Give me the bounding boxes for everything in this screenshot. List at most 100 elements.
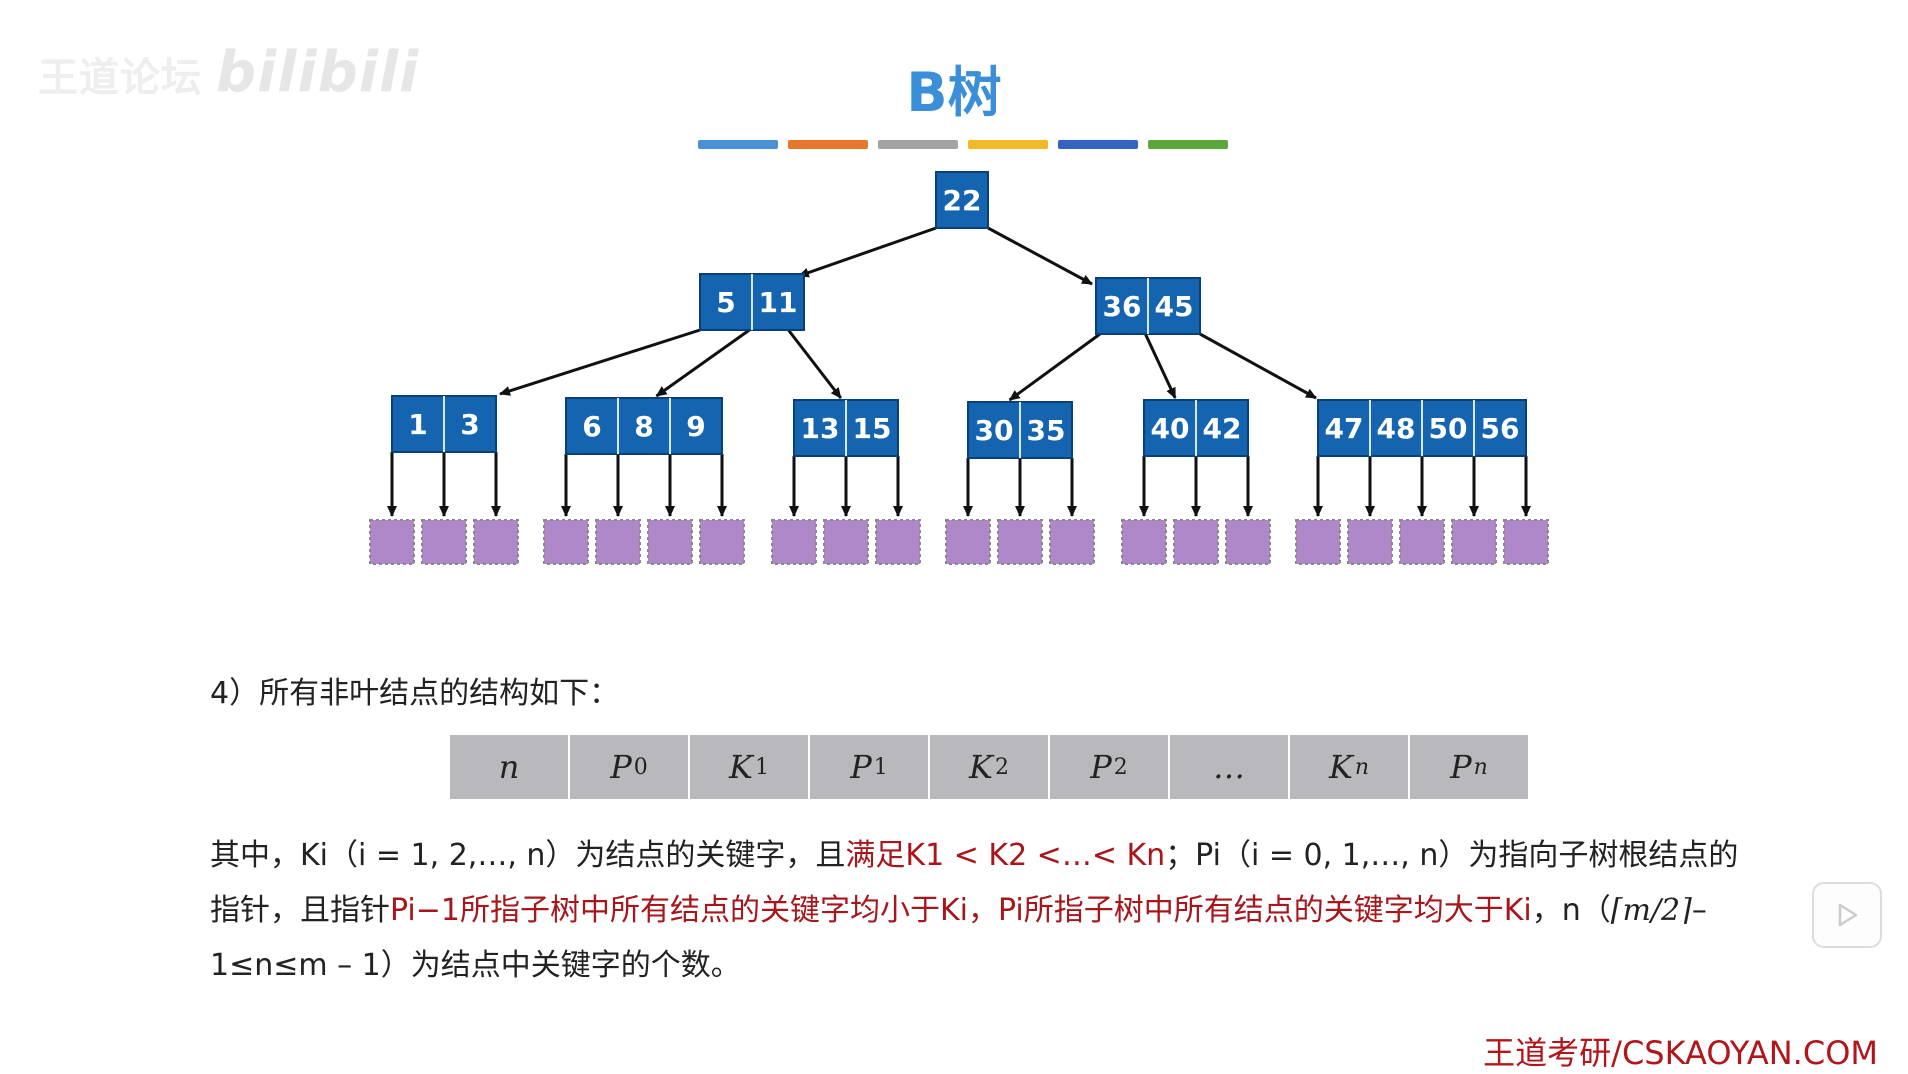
- node-key: 3: [460, 408, 479, 441]
- node-key: 56: [1481, 412, 1520, 445]
- tree-edge: [1144, 333, 1177, 399]
- color-bar-segment: [1058, 140, 1138, 149]
- node-key: 8: [634, 410, 653, 443]
- tree-edge: [1199, 332, 1317, 400]
- para-text-2: ；Pi（i = 0, 1,…, n）为指向子树根结点的指针，且指针: [210, 838, 1739, 928]
- color-bar-segment: [878, 140, 958, 149]
- color-bar: [698, 140, 1228, 149]
- leaf-placeholder: [875, 519, 921, 565]
- leaf-placeholder: [1347, 519, 1393, 565]
- node-key: 22: [943, 184, 982, 217]
- struct-symbol: K: [969, 748, 993, 786]
- node-key: 11: [759, 286, 798, 319]
- node-key: 15: [853, 412, 892, 445]
- struct-subscript: 1: [754, 754, 769, 780]
- para-ceil-math: ⌈m/2⌉: [1610, 893, 1692, 928]
- btree-node-n30-35: 30 35: [967, 401, 1073, 459]
- leaf-placeholder: [473, 519, 519, 565]
- node-key: 6: [582, 410, 601, 443]
- struct-subscript: 2: [1113, 754, 1128, 780]
- struct-symbol: …: [1213, 748, 1245, 786]
- leaf-placeholder: [1049, 519, 1095, 565]
- node-key: 35: [1027, 414, 1066, 447]
- struct-subscript: 1: [873, 754, 888, 780]
- color-bar-segment: [788, 140, 868, 149]
- leaf-placeholder: [945, 519, 991, 565]
- para-text-4: – 1≤n≤m – 1）为结点中关键字的个数。: [210, 893, 1707, 983]
- tree-edge: [655, 328, 751, 398]
- tree-edge: [797, 226, 937, 278]
- struct-subscript: n: [1354, 754, 1370, 780]
- node-key: 48: [1377, 412, 1416, 445]
- btree-node-root: 22: [935, 171, 989, 229]
- leaf-placeholder: [647, 519, 693, 565]
- btree-node-n47-56: 47 48 50 56: [1317, 399, 1527, 457]
- leaf-placeholder: [1451, 519, 1497, 565]
- leaf-placeholder: [1399, 519, 1445, 565]
- leaf-placeholder: [595, 519, 641, 565]
- leaf-placeholder: [1121, 519, 1167, 565]
- leaf-placeholder: [543, 519, 589, 565]
- color-bar-segment: [698, 140, 778, 149]
- node-box: [565, 397, 723, 455]
- node-key: 45: [1155, 290, 1194, 323]
- para-highlight-2: Pi−1所指子树中所有结点的关键字均小于Ki，Pi所指子树中所有结点的关键字均大…: [390, 893, 1532, 928]
- struct-symbol: K: [729, 748, 753, 786]
- tree-edges: [387, 226, 1531, 517]
- structure-explanation: 其中，Ki（i = 1, 2,…, n）为结点的关键字，且满足K1 < K2 <…: [210, 828, 1760, 993]
- play-icon: [1838, 903, 1858, 927]
- leaf-placeholder: [369, 519, 415, 565]
- struct-symbol: K: [1328, 748, 1353, 786]
- tree-edge: [1008, 332, 1101, 402]
- struct-cell: n: [450, 735, 568, 799]
- leaf-placeholder: [1295, 519, 1341, 565]
- para-text-1: 其中，Ki（i = 1, 2,…, n）为结点的关键字，且: [210, 838, 846, 873]
- para-text-3: ，n（: [1531, 893, 1611, 928]
- struct-cell: …: [1168, 735, 1288, 799]
- struct-symbol: n: [498, 748, 520, 786]
- btree-node-n5-11: 5 11: [699, 273, 805, 331]
- watermark-text: 王道论坛: [38, 55, 202, 101]
- watermark: 王道论坛 bilibili: [38, 40, 419, 105]
- node-key: 9: [686, 410, 705, 443]
- struct-symbol: P: [1090, 748, 1112, 786]
- footer-brand: 王道考研/CSKAOYAN.COM: [1483, 1034, 1878, 1072]
- node-key: 30: [975, 414, 1014, 447]
- btree-node-n36-45: 36 45: [1095, 277, 1201, 335]
- struct-symbol: P: [610, 748, 632, 786]
- node-key: 42: [1203, 412, 1242, 445]
- color-bar-segment: [1148, 140, 1228, 149]
- node-key: 40: [1151, 412, 1190, 445]
- tree-edge: [987, 226, 1093, 286]
- leaf-placeholder: [421, 519, 467, 565]
- bilibili-logo: bilibili: [216, 40, 420, 105]
- struct-subscript: 0: [633, 754, 648, 780]
- node-key: 47: [1325, 412, 1364, 445]
- leaf-placeholder: [1173, 519, 1219, 565]
- node-key: 5: [716, 286, 735, 319]
- play-button[interactable]: [1812, 882, 1882, 948]
- para-highlight-1: 满足K1 < K2 <…< Kn: [845, 838, 1166, 873]
- node-key: 50: [1429, 412, 1468, 445]
- btree-node-n40-42: 40 42: [1143, 399, 1249, 457]
- struct-subscript: 2: [994, 754, 1009, 780]
- struct-subscript: n: [1473, 754, 1488, 780]
- leaf-placeholder: [699, 519, 745, 565]
- tree-edge: [787, 329, 842, 399]
- leaf-placeholder: [1225, 519, 1271, 565]
- node-key: 1: [408, 408, 427, 441]
- node-box: [935, 171, 989, 229]
- color-bar-segment: [968, 140, 1048, 149]
- node-key: 36: [1103, 290, 1142, 323]
- leaf-placeholder: [997, 519, 1043, 565]
- leaf-placeholder: [771, 519, 817, 565]
